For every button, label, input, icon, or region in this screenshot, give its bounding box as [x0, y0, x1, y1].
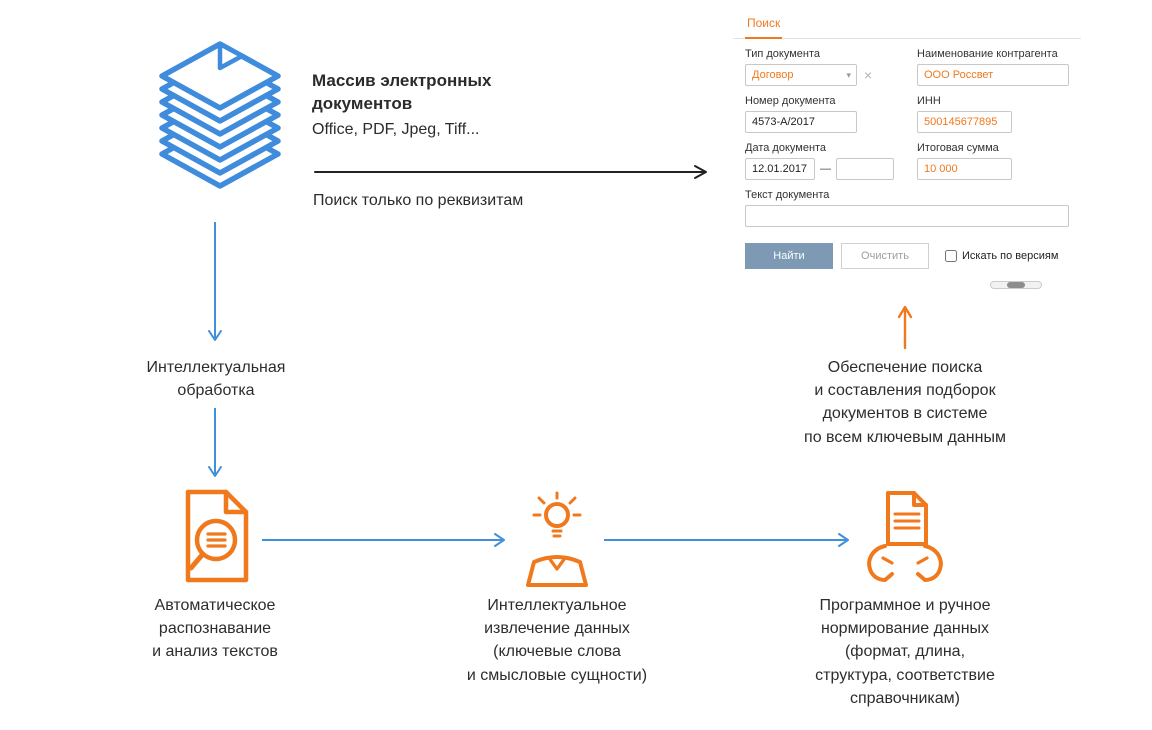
doc-date-field: Дата документа —: [745, 142, 917, 180]
doc-number-label: Номер документа: [745, 95, 836, 107]
doc-text-input[interactable]: [745, 205, 1069, 227]
versions-checkbox[interactable]: [945, 250, 957, 262]
doc-type-field: Тип документа Договор ▾ ×: [745, 48, 917, 86]
doc-type-select-line: Договор ▾ ×: [745, 64, 917, 86]
find-button[interactable]: Найти: [745, 243, 833, 269]
contragent-field: Наименование контрагента: [917, 48, 1069, 86]
search-form-panel: Поиск Тип документа Договор ▾ × Наименов…: [733, 10, 1081, 289]
versions-checkbox-row: Искать по версиям: [945, 250, 1058, 262]
arrow-down-icon: [207, 221, 223, 351]
arrow-down-icon: [207, 407, 223, 487]
contragent-input[interactable]: [917, 64, 1069, 86]
step1-label: Автоматическое распознавание и анализ те…: [152, 597, 278, 661]
doc-number-input[interactable]: [745, 111, 857, 133]
form-row-1: Тип документа Договор ▾ × Наименование к…: [745, 48, 1069, 86]
date-from-input[interactable]: [745, 158, 815, 180]
clear-button[interactable]: Очистить: [841, 243, 929, 269]
arrow-right-icon: [261, 532, 510, 553]
horizontal-scrollbar[interactable]: [990, 281, 1042, 289]
arrow-up-icon: [896, 302, 914, 355]
arrow-right-icon: [313, 164, 711, 185]
document-search-icon: [174, 488, 256, 589]
date-range: —: [745, 158, 917, 180]
arrow-right-icon: [603, 532, 854, 553]
documents-stack-icon: [146, 30, 294, 207]
doc-type-label: Тип документа: [745, 48, 821, 60]
contragent-label: Наименование контрагента: [917, 48, 1058, 60]
search-form-body: Тип документа Договор ▾ × Наименование к…: [733, 39, 1081, 289]
result-label: Обеспечение поиска и составления подборо…: [804, 359, 1006, 446]
form-row-4: Текст документа: [745, 189, 1069, 227]
source-description: Массив электронных документов Office, PD…: [312, 70, 592, 139]
step2-label: Интеллектуальное извлечение данных (ключ…: [466, 597, 648, 684]
search-by-requisites-label: Поиск только по реквизитам: [313, 192, 524, 209]
form-row-2: Номер документа ИНН: [745, 95, 1069, 133]
inn-label: ИНН: [917, 95, 941, 107]
chevron-down-icon[interactable]: ▾: [846, 69, 851, 80]
scrollbar-thumb[interactable]: [1007, 282, 1025, 288]
source-formats: Office, PDF, Jpeg, Tiff...: [312, 120, 480, 138]
tab-search[interactable]: Поиск: [745, 16, 783, 39]
versions-checkbox-label: Искать по версиям: [962, 250, 1059, 262]
documents-stack-icon: [159, 41, 281, 189]
sum-input[interactable]: [917, 158, 1012, 180]
processing-label: Интеллектуальная обработка: [146, 359, 286, 400]
form-buttons-row: Найти Очистить Искать по версиям: [745, 243, 1069, 269]
sum-field: Итоговая сумма: [917, 142, 1069, 180]
inn-input[interactable]: [917, 111, 1012, 133]
form-row-3: Дата документа — Итоговая сумма: [745, 142, 1069, 180]
clear-field-icon[interactable]: ×: [864, 67, 873, 83]
hands-document-icon: [859, 488, 951, 589]
doc-text-label: Текст документа: [745, 189, 830, 201]
step3-label: Программное и ручное нормирование данных…: [815, 597, 995, 707]
doc-type-value: Договор: [752, 69, 794, 81]
sum-label: Итоговая сумма: [917, 142, 999, 154]
date-separator: —: [820, 163, 831, 175]
idea-person-icon: [514, 490, 600, 593]
doc-date-label: Дата документа: [745, 142, 827, 154]
doc-type-select[interactable]: Договор ▾: [745, 64, 857, 86]
doc-number-field: Номер документа: [745, 95, 917, 133]
tabs-row: Поиск: [733, 10, 1081, 39]
source-title: Массив электронных документов: [312, 71, 492, 113]
date-to-input[interactable]: [836, 158, 894, 180]
inn-field: ИНН: [917, 95, 1069, 133]
